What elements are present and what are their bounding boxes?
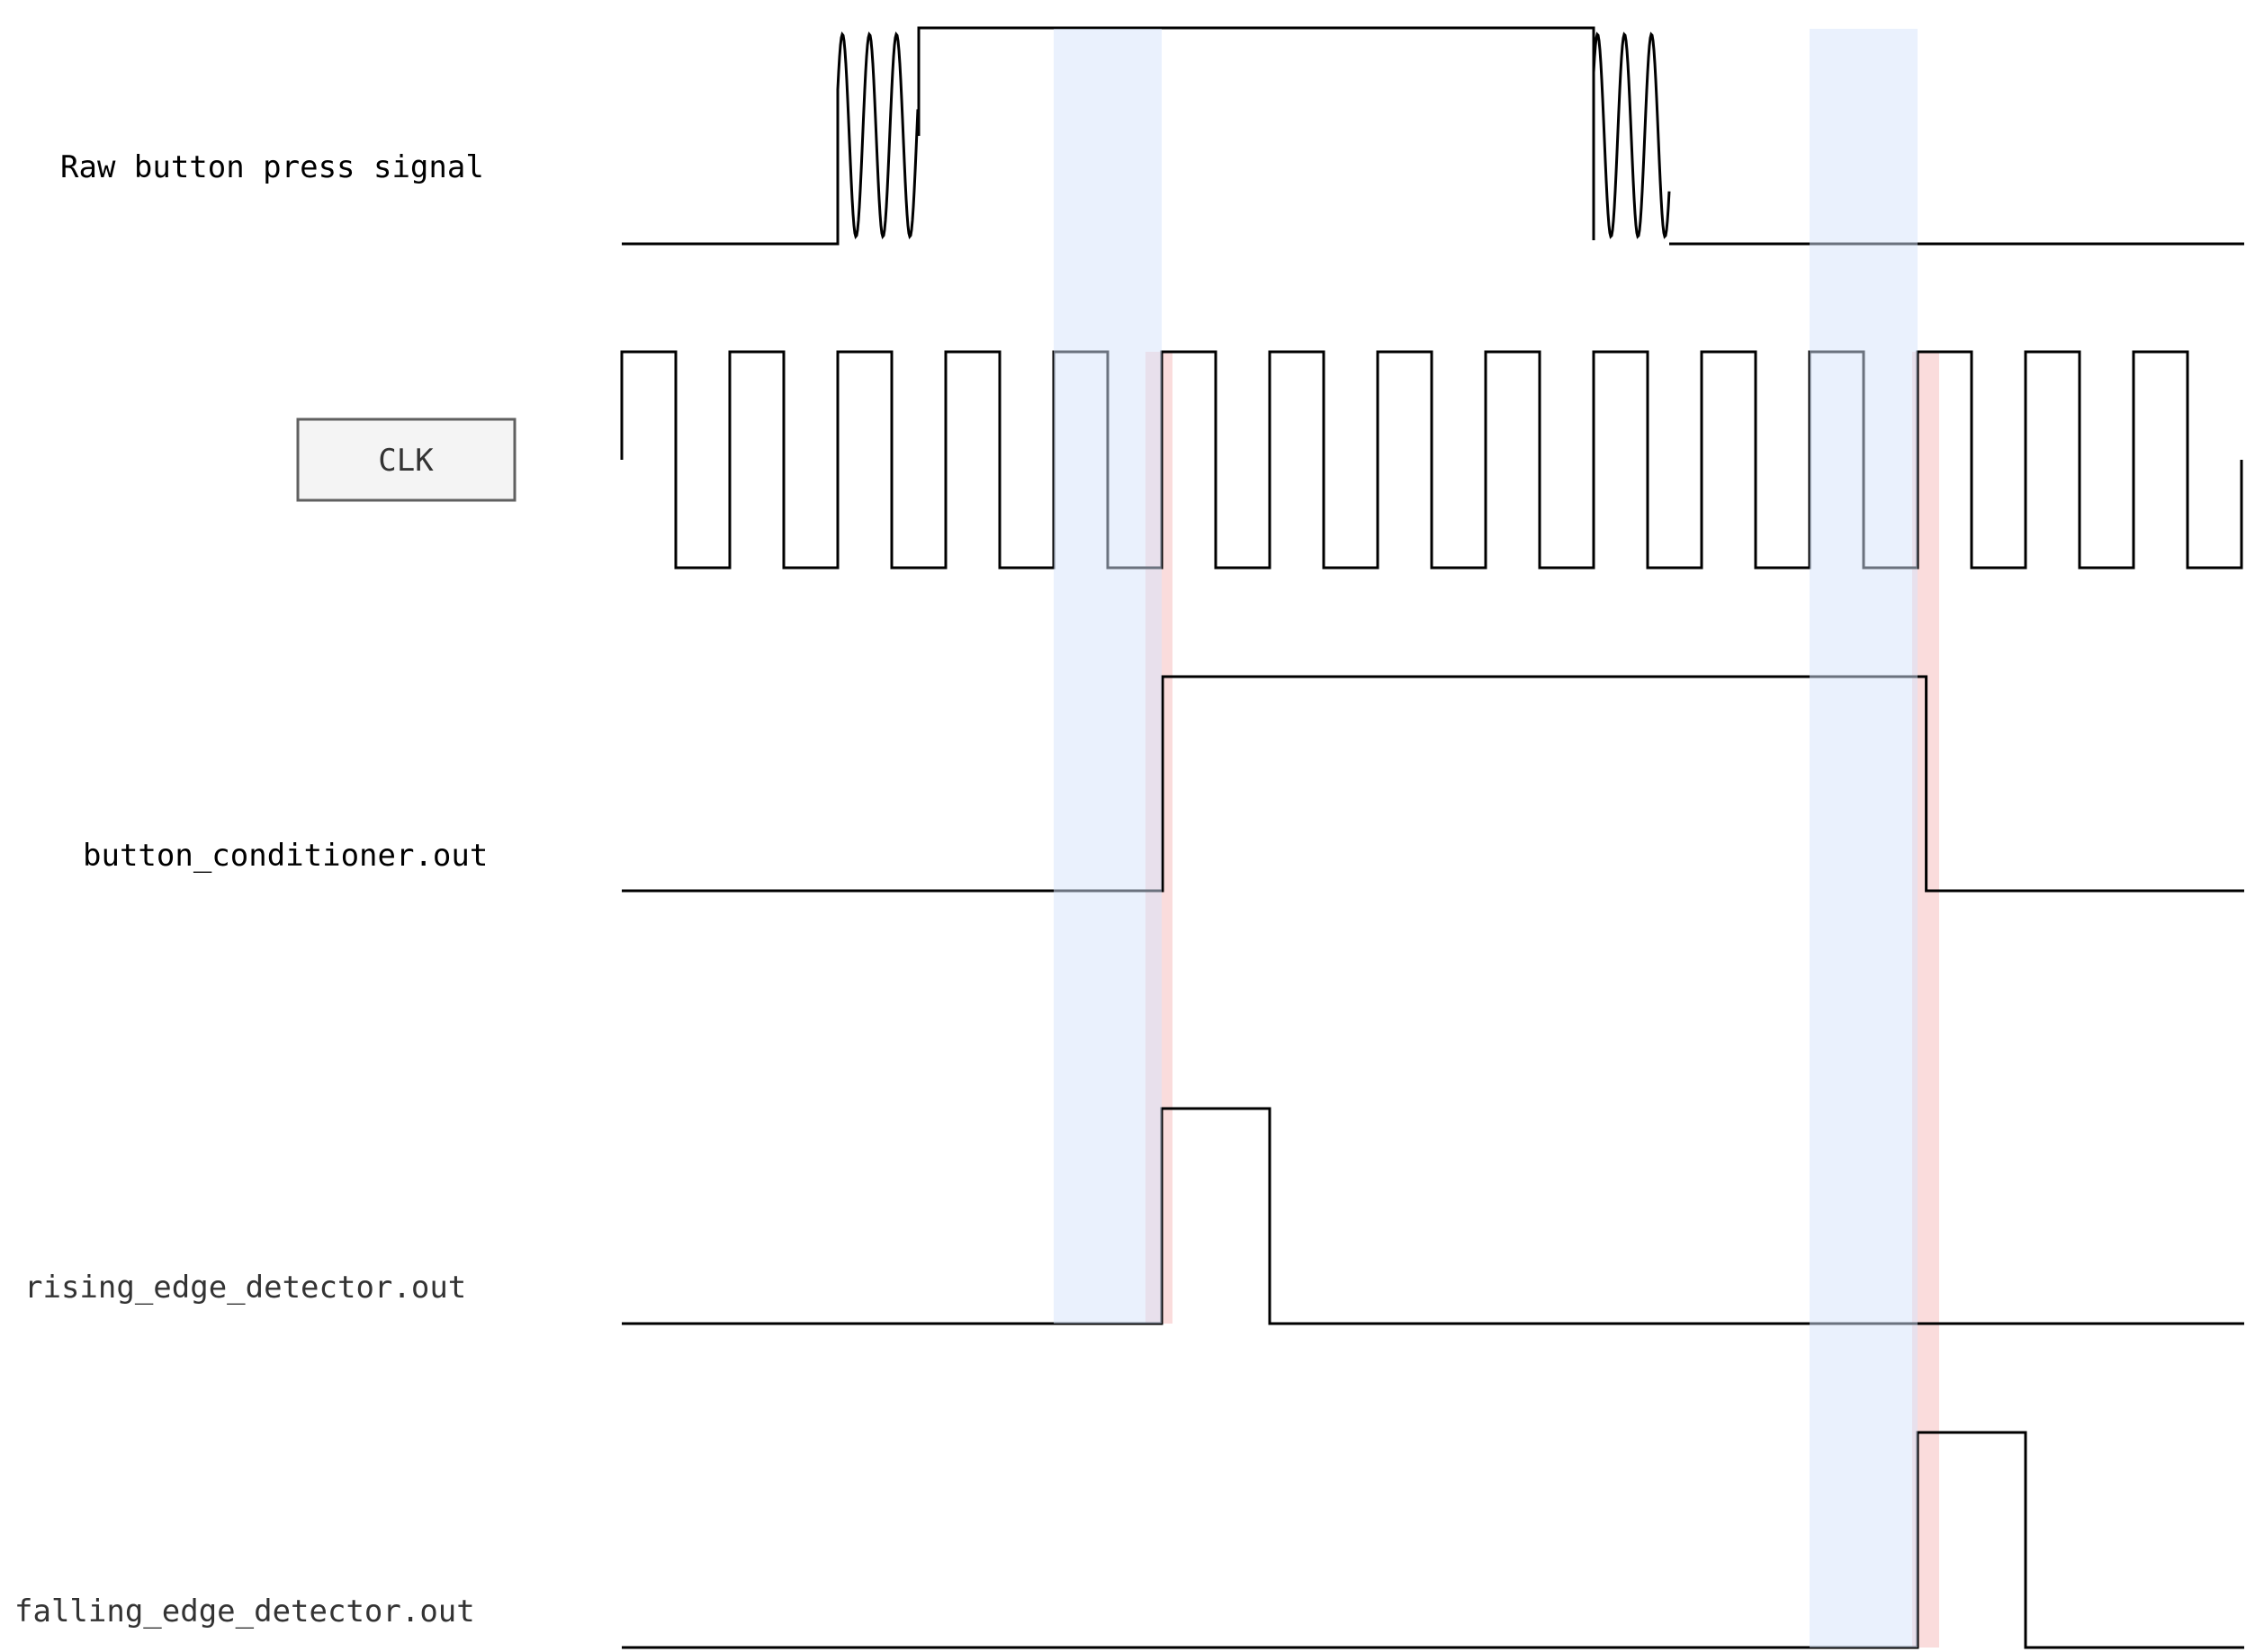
label-falling-edge-detector: falling_edge_detector.out	[14, 1594, 475, 1630]
raw-signal-wave	[622, 26, 2244, 246]
clk-label-box: CLK	[296, 417, 517, 502]
clk-box	[296, 417, 517, 502]
label-rising-edge-detector: rising_edge_detector.out	[24, 1270, 466, 1306]
waveform-layer	[620, 26, 2244, 1649]
label-raw-signal: Raw button press signal	[60, 149, 484, 185]
label-button-conditioner: button_conditioner.out	[83, 838, 488, 874]
sample-window-band	[1810, 29, 1918, 1648]
falling-edge-detector-wave	[622, 1431, 2244, 1649]
clk-wave	[620, 350, 2243, 570]
sample-window-band	[1054, 29, 1162, 1324]
button-conditioner-wave	[622, 675, 2244, 893]
rising-edge-detector-wave	[622, 1107, 2244, 1325]
label-clk: CLK	[378, 443, 434, 479]
sample-window-layer	[1054, 29, 1918, 1648]
